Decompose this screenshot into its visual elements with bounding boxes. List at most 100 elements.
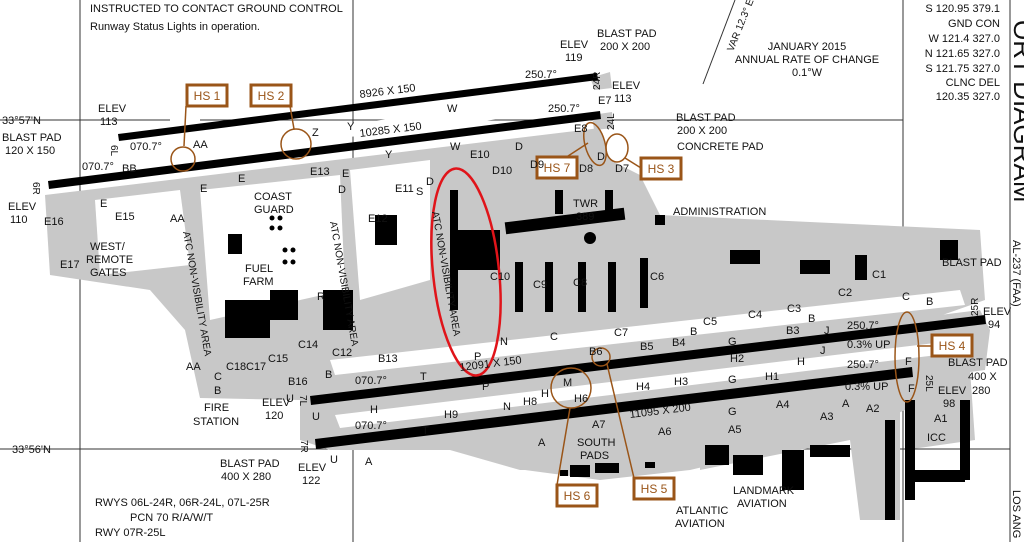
taxiway-label: C9	[533, 279, 547, 291]
runway-end: 24R	[592, 72, 603, 90]
icc-label: ICC	[927, 432, 946, 444]
taxiway-label: B	[214, 385, 221, 397]
hot-spot-1[interactable]: HS 1	[185, 83, 229, 108]
taxiway-label: W	[450, 141, 461, 153]
runway-7r-25l	[315, 367, 913, 449]
taxiway-label: E	[200, 183, 207, 195]
taxiway-label: C15	[268, 353, 288, 365]
city-name: LOS ANG	[1010, 490, 1022, 538]
elev-label: ELEV	[983, 306, 1012, 318]
blast-pad-size: 200 X 200	[677, 125, 727, 137]
hot-spot-3[interactable]: HS 3	[639, 156, 683, 181]
taxiway-label: G	[728, 374, 737, 386]
taxiway-label: N	[500, 336, 508, 348]
taxiway-label: H3	[674, 376, 688, 388]
taxiway-label: C	[550, 331, 558, 343]
frequency: CLNC DEL	[946, 77, 1000, 89]
taxiway-label: F	[905, 356, 912, 368]
cut-notice: INSTRUCTED TO CONTACT GROUND CONTROL	[90, 3, 343, 15]
hot-spot-2[interactable]: HS 2	[249, 83, 293, 108]
taxiway-label: AA	[186, 361, 201, 373]
runway-end: 6R	[30, 182, 41, 195]
taxiway-label: D	[597, 151, 605, 163]
west-gates-label: GATES	[90, 267, 126, 279]
hot-spot-label: HS 3	[648, 162, 675, 176]
elev-value: 113	[614, 93, 632, 105]
taxiway-label: D7	[615, 163, 629, 175]
taxiway-label: B	[926, 296, 933, 308]
taxiway-label: Y	[385, 149, 393, 161]
rwy-07r-note: RWY 07R-25L	[95, 527, 166, 539]
elev-value: 113	[100, 116, 118, 128]
taxiway-label: C	[214, 371, 222, 383]
taxiway-label: D	[338, 184, 346, 196]
taxiway-label: E7	[598, 95, 611, 107]
fire-station-label: STATION	[193, 416, 239, 428]
frequencies: S 120.95 379.1 GND CON W 121.4 327.0 N 1…	[925, 3, 1000, 103]
atlantic-aviation-label: AVIATION	[675, 518, 725, 530]
taxiway-labels: BB AA Z Y W W E10 D10 E E15 E17 E16 E E1…	[44, 95, 947, 468]
taxiway-label: E13	[310, 166, 330, 178]
taxiway-label: H	[541, 388, 549, 400]
blast-pad-size: 280	[972, 385, 990, 397]
taxiway-label: T	[422, 425, 429, 437]
elev-value: 122	[302, 475, 320, 487]
runways	[48, 73, 986, 449]
taxiway-label: C10	[490, 271, 510, 283]
taxiway-label: J	[824, 325, 830, 337]
taxiway-label: AA	[170, 213, 185, 225]
taxiway-label: R	[317, 291, 325, 303]
buildings	[225, 190, 970, 520]
hot-spot-label: HS 7	[544, 161, 571, 175]
taxiway-label: H8	[523, 396, 537, 408]
coast-guard-label: GUARD	[254, 204, 294, 216]
taxiway-label: J	[820, 345, 826, 357]
taxiway-label: B5	[640, 341, 653, 353]
taxiway-label: BB	[122, 163, 137, 175]
runway-heading: 070.7°	[82, 161, 114, 173]
pcn-runways: RWYS 06L-24R, 06R-24L, 07L-25R	[95, 497, 270, 509]
highlight-ellipse	[430, 167, 502, 377]
hot-spot-label: HS 5	[641, 482, 668, 496]
runway-end: 25R	[970, 298, 981, 316]
runway-end: 6L	[108, 145, 119, 157]
runway-end: 24L	[606, 113, 617, 130]
taxiway-label: A5	[728, 424, 741, 436]
elev-value: 98	[943, 398, 955, 410]
elev-label: ELEV	[8, 201, 37, 213]
hot-spot-label: HS 2	[258, 89, 285, 103]
latitude-south: 33°56'N	[12, 444, 51, 456]
hot-spot-label: HS 6	[564, 489, 591, 503]
taxiway-label: D10	[492, 165, 512, 177]
taxiway-label: C8	[573, 277, 587, 289]
blast-pad-size: 400 X	[968, 371, 997, 383]
hot-spot-label: HS 1	[194, 89, 221, 103]
chart-code: AL-237 (FAA)	[1010, 240, 1022, 307]
taxiway-label: G	[728, 406, 737, 418]
taxiway-label: E15	[115, 211, 135, 223]
frequency: N 121.65 327.0	[925, 48, 1000, 60]
taxiway-label: G	[728, 336, 737, 348]
hot-spot-5[interactable]: HS 5	[632, 476, 676, 501]
taxiway-label: C5	[703, 316, 717, 328]
concrete-pad-label: CONCRETE PAD	[677, 141, 764, 153]
hot-spot-7[interactable]: HS 7	[535, 155, 579, 180]
runway-heading: 250.7°	[847, 320, 879, 332]
taxiway-label: A	[365, 456, 373, 468]
taxiway-label: C7	[614, 327, 628, 339]
taxiway-label: A7	[592, 419, 605, 431]
west-gates-label: REMOTE	[86, 254, 133, 266]
taxiway-label: Z	[312, 127, 319, 139]
elev-label: ELEV	[98, 103, 127, 115]
taxiway-label: C1	[872, 269, 886, 281]
hot-spot-6[interactable]: HS 6	[555, 483, 599, 508]
fire-station-label: FIRE	[204, 402, 229, 414]
taxiway-label: B	[690, 326, 697, 338]
taxiway-label: B	[808, 313, 815, 325]
runway-slope: 0.3% UP	[845, 381, 888, 393]
taxiway-label: A3	[820, 411, 833, 423]
runway-6l-24r	[118, 73, 598, 141]
blast-pad-label: BLAST PAD	[948, 357, 1008, 369]
hot-spot-4[interactable]: HS 4	[930, 333, 974, 358]
